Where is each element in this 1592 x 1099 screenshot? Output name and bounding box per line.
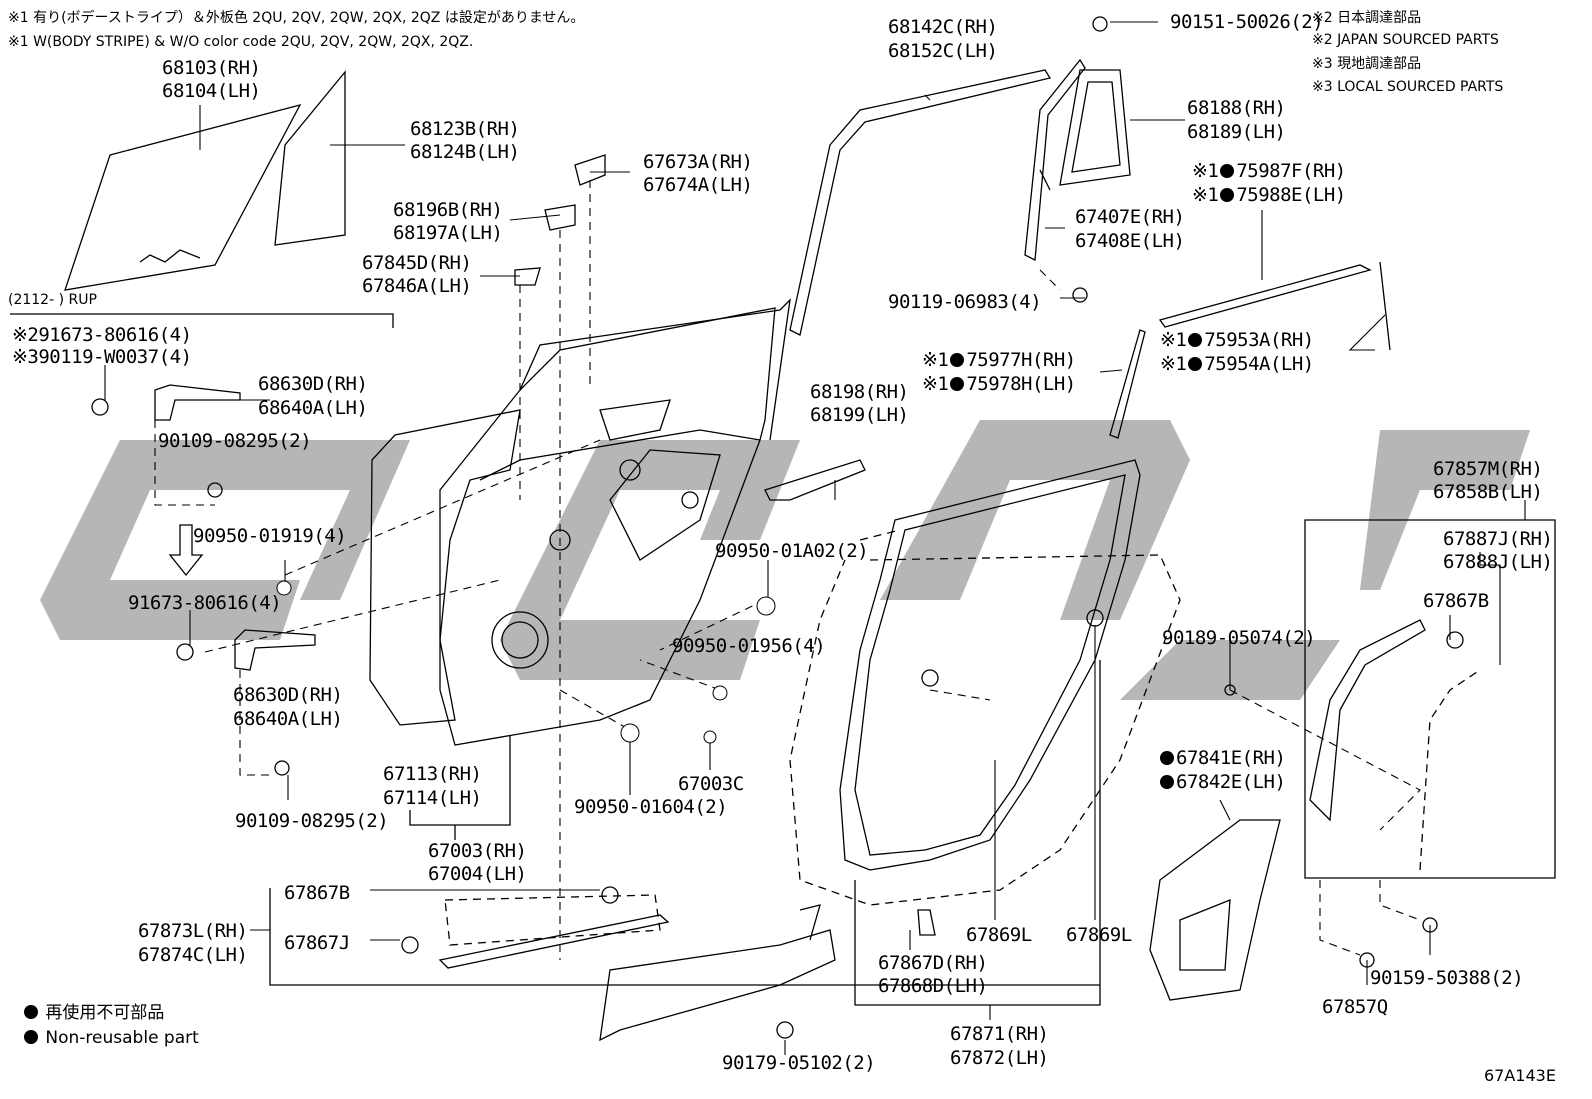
door-weatherstrip [839,459,1141,871]
part-label: 68188(RH) [1187,97,1286,119]
sill-panel [599,929,836,1042]
watermark-logo [40,420,1530,700]
part-label: 67113(RH) [383,763,482,785]
diagram-code: 67A143E [1484,1066,1556,1085]
note-jp: ※1 有り(ボデーストライプ）＆外板色 2QU, 2QV, 2QW, 2QX, … [8,10,585,26]
part-label: 67846A(LH) [362,275,472,297]
part-label: 68630D(RH) [233,684,343,706]
part-label: 67867D(RH) [878,952,988,974]
part-label: 68640A(LH) [233,708,343,730]
part-label: 67867B [1423,590,1489,612]
part-label: 67869L [1066,924,1132,946]
part-label: 67408E(LH) [1075,230,1185,252]
part-label: 67407E(RH) [1075,206,1185,228]
part-label: 90109-08295(2) [158,430,312,452]
door-inner-panel [439,307,776,746]
part-label: 67003C [678,773,744,795]
part-label: 67887J(RH) [1443,528,1553,550]
note-en3: ※3 LOCAL SOURCED PARTS [1312,79,1504,95]
mudguard [1149,819,1281,1001]
part-label: 67871(RH) [950,1023,1049,1045]
part-label: 67845D(RH) [362,252,472,274]
part-label: 67873L(RH) [138,920,248,942]
part-label: 68142C(RH) [888,16,998,38]
part-label: 67674A(LH) [643,174,753,196]
corner-seal [1059,69,1131,186]
door-outer-panel [369,409,521,726]
part-label: 67858B(LH) [1433,481,1543,503]
part-label: 67888J(LH) [1443,551,1553,573]
part-label: 68198(RH) [810,381,909,403]
part-label: 68197A(LH) [393,222,503,244]
part-label: 90950-01A02(2) [715,540,869,562]
part-label: 90950-01919(4) [193,525,347,547]
bullet-icon [24,1005,38,1019]
part-outlines [10,16,1556,1042]
right-group-box [1304,519,1556,879]
part-label: 90179-05102(2) [722,1052,876,1074]
part-label: 67867J [284,932,350,954]
part-label: 68196B(RH) [393,199,503,221]
part-label: 67004(LH) [428,863,527,885]
part-label: 67872(LH) [950,1047,1049,1069]
upper-hinge [154,384,241,421]
door-frame-run [789,69,1052,336]
leader-lines [104,21,1526,1055]
lower-hinge [234,629,316,671]
part-label-note3: ※390119-W0037(4) [12,346,192,368]
part-label: 68189(LH) [1187,121,1286,143]
part-label: 67857M(RH) [1433,458,1543,480]
note-en2: ※2 JAPAN SOURCED PARTS [1312,32,1499,48]
part-label: 67874C(LH) [138,944,248,966]
part-label: 68104(LH) [162,80,261,102]
part-label-note2: ※291673-80616(4) [12,324,192,346]
part-label: 68152C(LH) [888,40,998,62]
part-label: 90109-08295(2) [235,810,389,832]
part-label: 90950-01604(2) [574,796,728,818]
part-label: 90950-01956(4) [672,635,826,657]
part-label: 90159-50388(2) [1370,967,1524,989]
group-label: (2112- ) RUP [8,292,97,308]
note-jp2: ※2 日本調達部品 [1312,10,1422,26]
part-label-nonreusable: 67842E(LH) [1158,771,1286,793]
part-label: 91673-80616(4) [128,592,282,614]
part-label: 67867B [284,882,350,904]
note-en: ※1 W(BODY STRIPE) & W/O color code 2QU, … [8,34,474,50]
part-label: 68630D(RH) [258,373,368,395]
part-label: 68103(RH) [162,57,261,79]
part-label-nonreusable: 67841E(RH) [1158,747,1286,769]
part-label: 67869L [966,924,1032,946]
note-jp3: ※3 現地調達部品 [1312,56,1422,72]
part-label: 90119-06983(4) [888,291,1042,313]
legend-jp: 再使用不可部品 [22,1003,164,1023]
part-label: 67673A(RH) [643,151,753,173]
part-label: 68640A(LH) [258,397,368,419]
legend-en: Non-reusable part [22,1028,199,1048]
part-label: 68199(LH) [810,404,909,426]
part-label: 67857Q [1322,996,1388,1018]
part-label: 68124B(LH) [410,141,520,163]
door-glass [64,103,302,291]
part-label: 67868D(LH) [878,975,988,997]
filled-markers [276,580,776,744]
part-label: 90151-50026(2) [1170,11,1324,33]
dashed-leaders [154,180,1421,960]
rocker-moulding [438,914,670,969]
part-label: 67114(LH) [383,787,482,809]
part-label: 90189-05074(2) [1162,627,1316,649]
part-label: 67003(RH) [428,840,527,862]
part-label: 68123B(RH) [410,118,520,140]
wheel-arch-moulding [1309,619,1426,822]
quarter-glass [274,70,346,246]
bullet-icon [24,1030,38,1044]
